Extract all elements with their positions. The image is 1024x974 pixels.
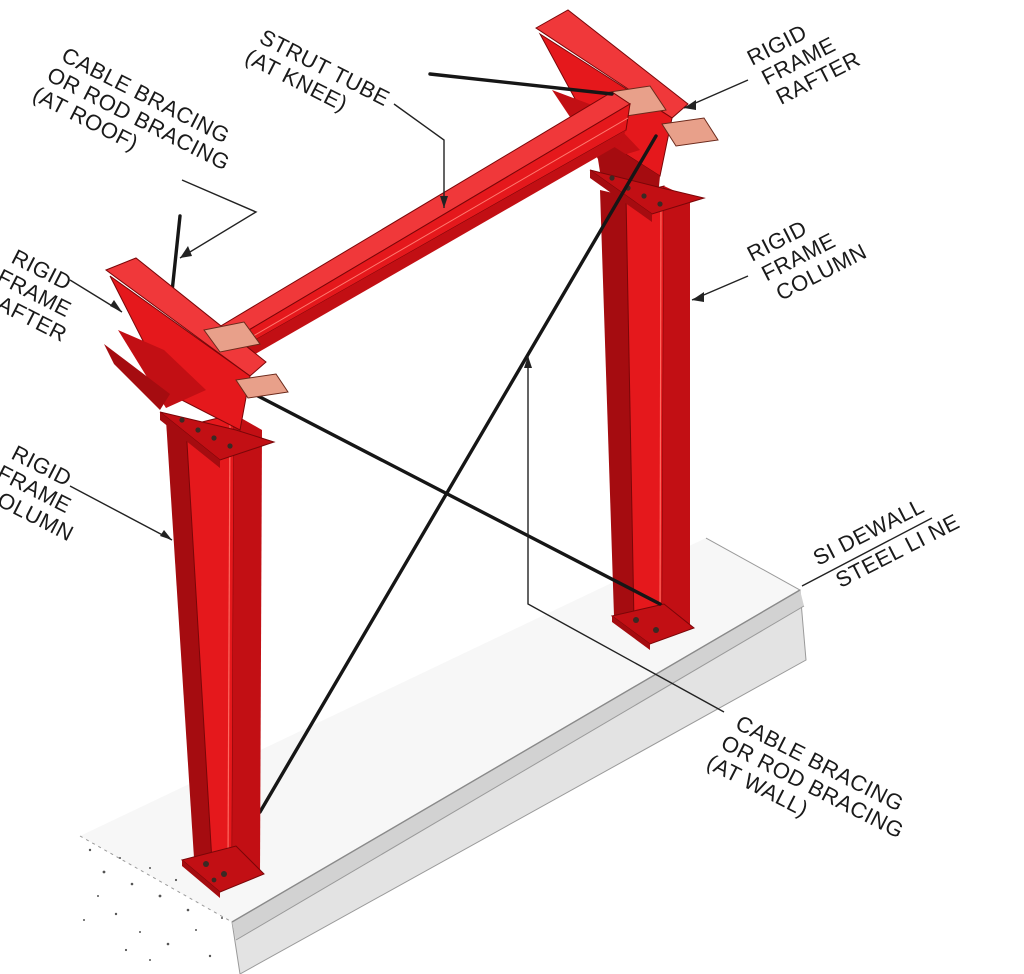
right-rigid-frame	[535, 9, 719, 650]
wall-cable-bracing	[256, 134, 662, 814]
leader-strut-tube	[393, 103, 445, 208]
label-column-right: RIGID FRAME COLUMN	[743, 215, 871, 305]
roof-cable-bracing	[170, 72, 614, 294]
label-strut-tube: STRUT TUBE (AT KNEE)	[241, 24, 394, 116]
label-wall-bracing: CABLE BRACING OR ROD BRACING (AT WALL)	[703, 710, 908, 843]
left-frame-column	[166, 413, 265, 898]
left-column-clip-plate	[235, 373, 289, 399]
leader-roof-bracing	[179, 179, 258, 259]
wall-cable-a	[256, 394, 662, 606]
leader-sidewall	[801, 517, 933, 587]
strut-tube	[212, 91, 631, 364]
arrowheads	[110, 100, 704, 540]
left-frame-rafter	[104, 257, 276, 468]
leader-wall-bracing	[527, 356, 725, 713]
right-frame-column	[600, 185, 696, 650]
wall-cable-b	[258, 134, 658, 814]
gravel-texture	[83, 848, 223, 961]
right-column-clip-plate	[661, 117, 719, 147]
label-rafter-left: RIGID FRAME RAFTER	[0, 244, 76, 347]
left-rigid-frame	[104, 257, 289, 898]
label-rafter-right: RIGID FRAME RAFTER	[743, 19, 864, 109]
label-roof-bracing: CABLE BRACING OR ROD BRACING (AT ROOF)	[29, 42, 234, 175]
label-column-left: RIGID FRAME COLUMN	[0, 440, 78, 546]
roof-cable-right	[428, 72, 614, 96]
left-rafter-clip-plate	[203, 321, 261, 353]
label-sidewall: SI DEWALL STEEL LI NE	[809, 493, 964, 592]
roof-cable-left	[170, 214, 182, 294]
leader-column-left	[69, 485, 173, 541]
